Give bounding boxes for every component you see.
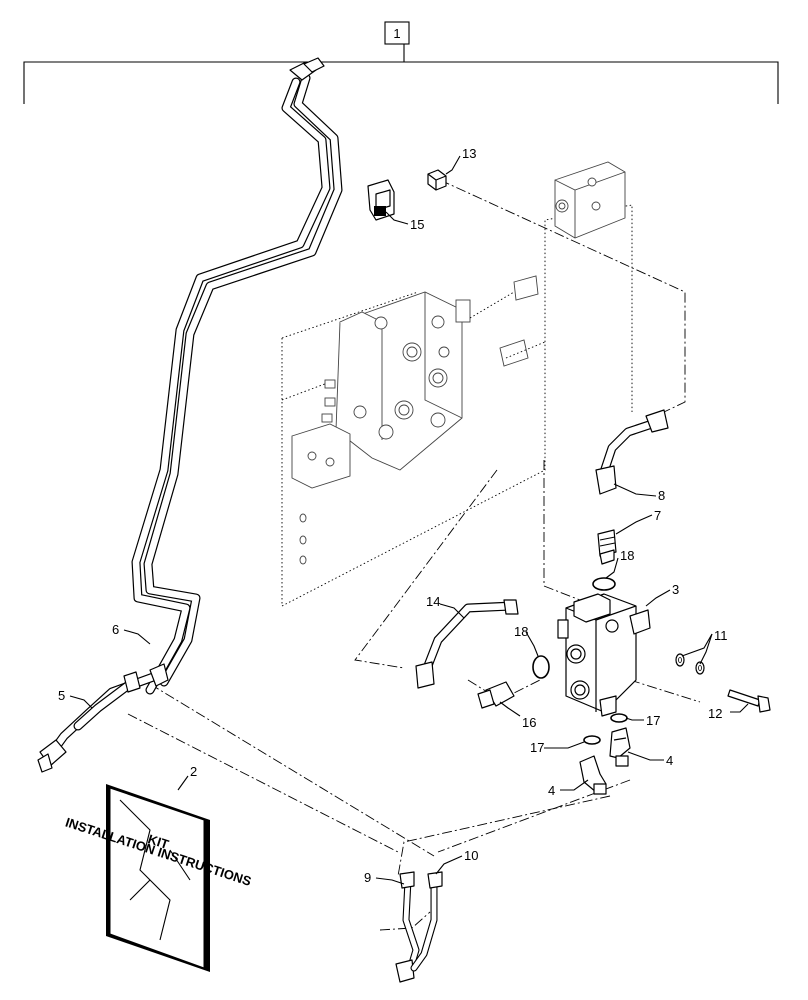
callout-12: 12 — [708, 706, 722, 721]
instruction-manual-2: KIT INSTALLATION INSTRUCTIONS — [64, 784, 254, 972]
kit-bracket: 1 — [23, 21, 779, 104]
callout-leaders — [69, 155, 749, 885]
o-ring-17-right — [610, 713, 628, 723]
manual-title-line1: KIT — [146, 831, 171, 852]
callout-11: 11 — [714, 628, 728, 643]
part-tube-14 — [415, 599, 519, 689]
kit-label: 1 — [393, 26, 400, 41]
tube-assembly-short — [37, 663, 169, 773]
callout-3: 3 — [672, 582, 679, 597]
callout-16: 16 — [522, 715, 536, 730]
part-elbow-8 — [595, 409, 669, 495]
callout-10: 10 — [464, 848, 478, 863]
part-washers-11 — [675, 653, 705, 675]
part-fitting-16 — [477, 681, 515, 709]
callout-17-right: 17 — [646, 713, 660, 728]
part-adapter-7 — [597, 529, 617, 565]
o-ring-18-upper — [592, 577, 616, 591]
callout-5: 5 — [58, 688, 65, 703]
kit-label-box — [384, 21, 410, 45]
callout-7: 7 — [654, 508, 661, 523]
callout-18-left: 18 — [514, 624, 528, 639]
part-elbow-4-right — [609, 727, 631, 767]
callout-2: 2 — [190, 764, 197, 779]
callout-9: 9 — [364, 870, 371, 885]
o-ring-18-left — [532, 655, 550, 679]
part-tube-9 — [395, 871, 420, 983]
callout-18-upper: 18 — [620, 548, 634, 563]
part-valve-3 — [557, 593, 651, 717]
callout-14: 14 — [426, 594, 440, 609]
part-bolt-12 — [727, 689, 771, 713]
part-elbow-4-left — [579, 755, 607, 795]
callout-15: 15 — [410, 217, 424, 232]
callout-13: 13 — [462, 146, 476, 161]
callout-4-right: 4 — [666, 753, 673, 768]
callout-6: 6 — [112, 622, 119, 637]
existing-valve-bank-phantom — [281, 161, 633, 607]
o-ring-17-left — [583, 735, 601, 745]
part-clip-15 — [367, 179, 395, 221]
callout-17-left: 17 — [530, 740, 544, 755]
callout-8: 8 — [658, 488, 665, 503]
callout-4-left: 4 — [548, 783, 555, 798]
part-nut-13 — [427, 169, 447, 191]
callout-numbers: 2 3 4 4 5 6 7 8 9 10 11 12 13 14 15 16 1… — [58, 146, 728, 885]
tube-assembly-long — [131, 57, 343, 695]
